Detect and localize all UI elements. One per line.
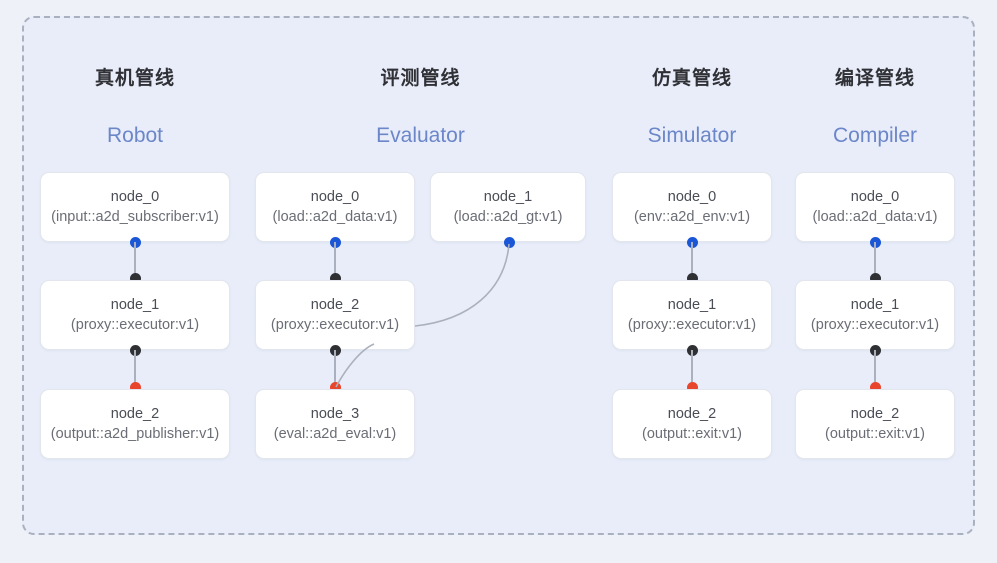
node-box-compiler-2[interactable]: node_2 (output::exit:v1) — [795, 389, 955, 459]
column-title-evaluator: 评测管线 — [380, 68, 461, 89]
node-box-simulator-1[interactable]: node_1 (proxy::executor:v1) — [612, 280, 772, 350]
node-name: node_0 — [110, 189, 160, 205]
node-name: node_3 — [310, 406, 360, 422]
node-box-evaluator-0[interactable]: node_0 (load::a2d_data:v1) — [255, 172, 415, 242]
node-name: node_2 — [667, 406, 717, 422]
port-dot-output[interactable] — [869, 381, 881, 393]
column-subtitle-simulator: Simulator — [647, 124, 737, 147]
port-dot-output[interactable] — [329, 381, 341, 393]
node-spec: (load::a2d_data:v1) — [812, 209, 938, 225]
port-dot-input[interactable] — [503, 236, 515, 248]
node-spec: (load::a2d_gt:v1) — [453, 209, 563, 225]
node-name: node_2 — [110, 406, 160, 422]
node-box-evaluator-2[interactable]: node_2 (proxy::executor:v1) — [255, 280, 415, 350]
node-spec: (proxy::executor:v1) — [627, 317, 757, 333]
column-subtitle-robot: Robot — [106, 124, 164, 147]
node-spec: (output::a2d_publisher:v1) — [50, 426, 220, 442]
node-spec: (input::a2d_subscriber:v1) — [51, 209, 219, 225]
node-spec: (proxy::executor:v1) — [70, 317, 200, 333]
column-title-simulator: 仿真管线 — [651, 68, 732, 89]
node-name: node_2 — [850, 406, 900, 422]
node-name: node_0 — [850, 189, 900, 205]
column-title-compiler: 编译管线 — [834, 68, 915, 89]
edge-connector — [691, 242, 693, 278]
edge-connector — [134, 242, 136, 278]
node-spec: (eval::a2d_eval:v1) — [273, 426, 397, 442]
edge-connector — [874, 350, 876, 387]
column-subtitle-evaluator: Evaluator — [376, 124, 465, 147]
port-dot-middle[interactable] — [869, 272, 881, 284]
column-title-robot: 真机管线 — [94, 68, 175, 89]
node-box-robot-1[interactable]: node_1 (proxy::executor:v1) — [40, 280, 230, 350]
node-name: node_2 — [310, 297, 360, 313]
node-box-simulator-2[interactable]: node_2 (output::exit:v1) — [612, 389, 772, 459]
edge-connector — [334, 242, 336, 278]
node-box-robot-0[interactable]: node_0 (input::a2d_subscriber:v1) — [40, 172, 230, 242]
port-dot-middle[interactable] — [686, 272, 698, 284]
node-spec: (env::a2d_env:v1) — [633, 209, 751, 225]
node-name: node_1 — [850, 297, 900, 313]
node-box-compiler-0[interactable]: node_0 (load::a2d_data:v1) — [795, 172, 955, 242]
node-spec: (output::exit:v1) — [642, 426, 742, 442]
node-name: node_0 — [310, 189, 360, 205]
node-box-simulator-0[interactable]: node_0 (env::a2d_env:v1) — [612, 172, 772, 242]
edge-connector — [334, 350, 336, 387]
node-name: node_0 — [667, 189, 717, 205]
edge-connector — [134, 350, 136, 387]
port-dot-middle[interactable] — [329, 272, 341, 284]
node-box-evaluator-1[interactable]: node_1 (load::a2d_gt:v1) — [430, 172, 586, 242]
node-spec: (proxy::executor:v1) — [810, 317, 940, 333]
port-dot-middle[interactable] — [129, 272, 141, 284]
node-spec: (proxy::executor:v1) — [270, 317, 400, 333]
node-box-compiler-1[interactable]: node_1 (proxy::executor:v1) — [795, 280, 955, 350]
column-subtitle-compiler: Compiler — [832, 124, 918, 147]
edge-connector — [691, 350, 693, 387]
node-spec: (output::exit:v1) — [825, 426, 925, 442]
node-name: node_1 — [667, 297, 717, 313]
node-box-evaluator-3[interactable]: node_3 (eval::a2d_eval:v1) — [255, 389, 415, 459]
node-box-robot-2[interactable]: node_2 (output::a2d_publisher:v1) — [40, 389, 230, 459]
edge-connector — [874, 242, 876, 278]
node-spec: (load::a2d_data:v1) — [272, 209, 398, 225]
node-name: node_1 — [483, 189, 533, 205]
port-dot-output[interactable] — [129, 381, 141, 393]
node-name: node_1 — [110, 297, 160, 313]
port-dot-output[interactable] — [686, 381, 698, 393]
